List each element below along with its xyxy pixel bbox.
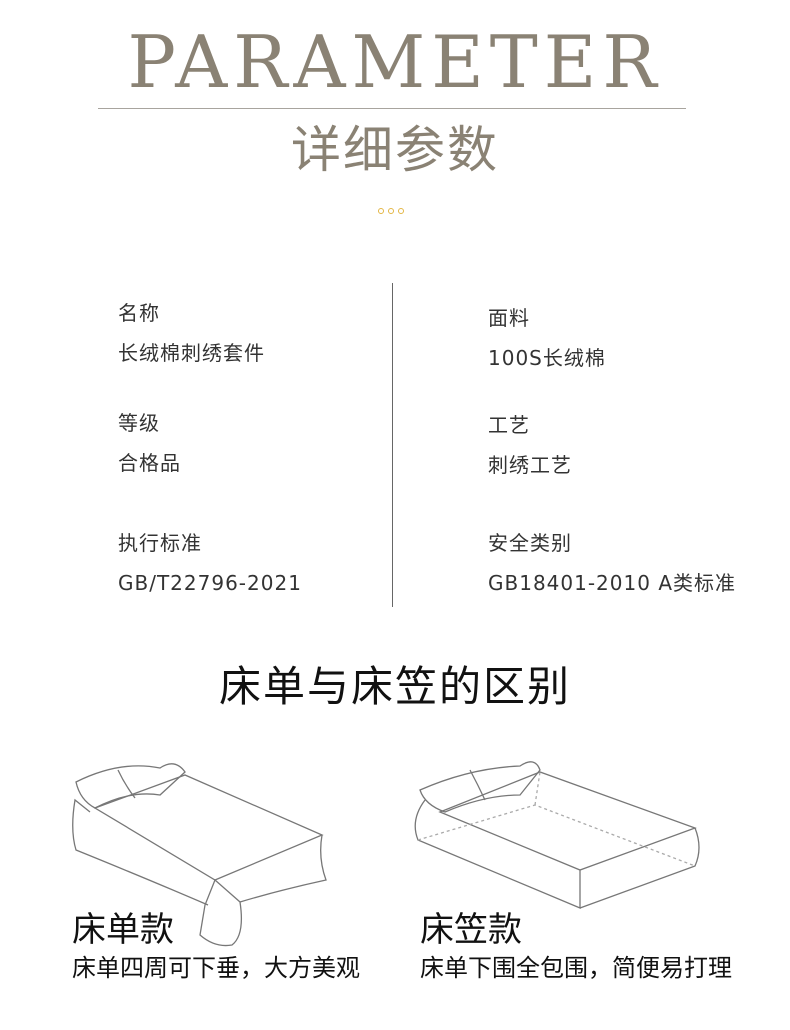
param-label: 名称 [118,301,160,325]
param-label: 工艺 [488,413,530,437]
param-value: 100S长绒棉 [488,346,606,370]
decorative-dots [378,208,404,214]
comparison-title: 床单与床笠的区别 [218,662,571,711]
fitted-sheet-caption: 床笠款 [420,910,522,950]
param-label: 安全类别 [488,531,572,555]
flat-sheet-description: 床单四周可下垂，大方美观 [72,954,360,982]
fitted-sheet-bed-illustration [414,761,700,909]
flat-sheet-bed-illustration [72,763,327,947]
column-divider [392,283,393,607]
dot-icon [378,208,384,214]
param-value: 合格品 [118,451,181,475]
dot-icon [388,208,394,214]
param-value: 刺绣工艺 [488,453,572,477]
divider-line [98,108,686,109]
fitted-sheet-description: 床单下围全包围，简便易打理 [420,954,732,982]
param-value: 长绒棉刺绣套件 [118,341,265,365]
dot-icon [398,208,404,214]
param-value: GB/T22796-2021 [118,571,302,595]
param-label: 面料 [488,306,530,330]
title-english: PARAMETER [127,20,663,104]
param-label: 执行标准 [118,531,202,555]
flat-sheet-caption: 床单款 [72,910,174,950]
title-chinese: 详细参数 [291,121,499,179]
param-value: GB18401-2010 A类标准 [488,571,736,595]
param-label: 等级 [118,411,160,435]
